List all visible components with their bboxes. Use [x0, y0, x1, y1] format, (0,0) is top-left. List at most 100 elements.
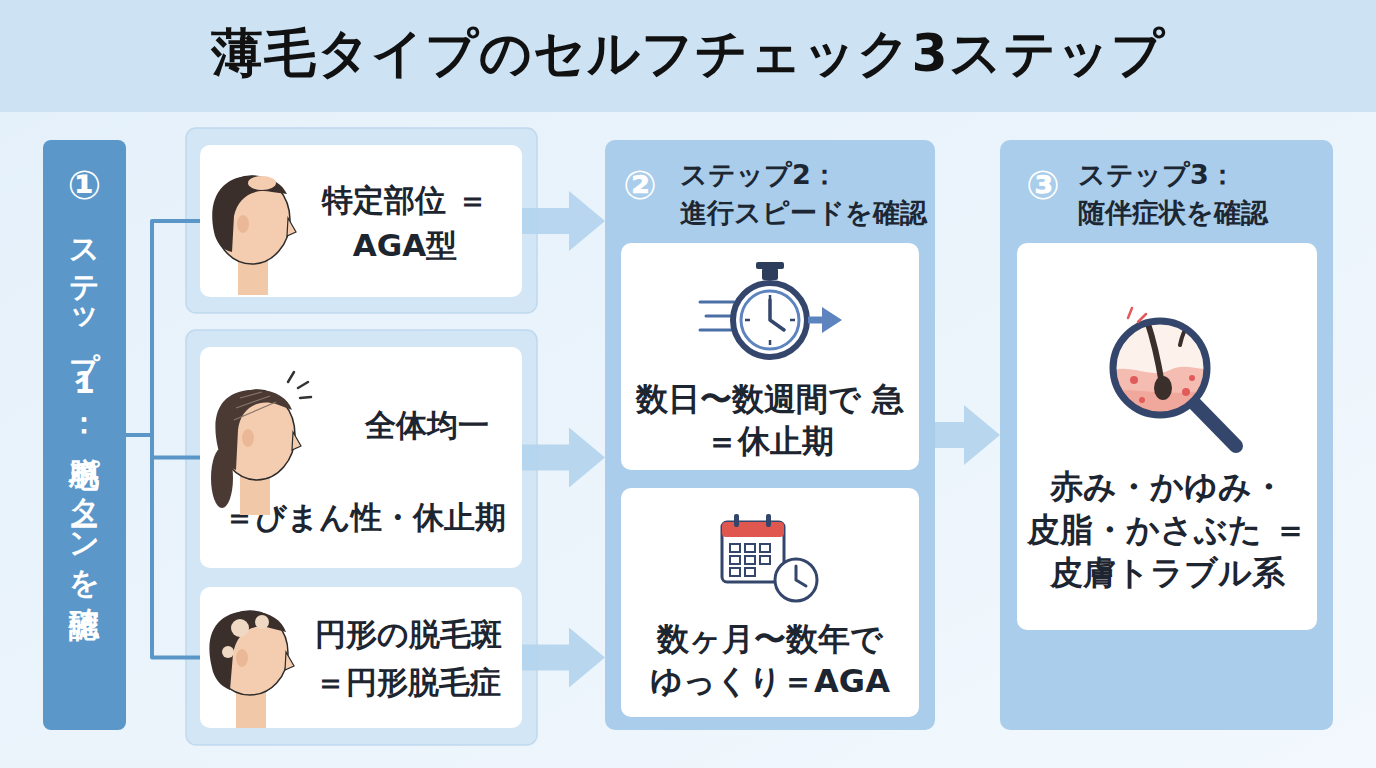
- calendar-icon: [730, 556, 740, 564]
- magnifier-icon: [1110, 318, 1210, 420]
- stopwatch-icon: [700, 262, 842, 357]
- stopwatch-icon: [733, 283, 807, 357]
- calendar-icon: [745, 544, 755, 552]
- head-illustration: [236, 690, 266, 728]
- result-box: 数ヶ月〜数年で ゆっくり＝AGA: [621, 488, 919, 717]
- pattern-box: 特定部位 ＝AGA型: [200, 145, 522, 297]
- calendar-icon: [722, 522, 784, 537]
- calendar-icon: [730, 544, 770, 576]
- magnifier-icon: [1182, 388, 1190, 396]
- head-illustration: [212, 176, 287, 252]
- head-illustration: [219, 390, 295, 480]
- flow-arrow: [935, 405, 1000, 465]
- node-text: 赤み・かゆみ・ 皮脂・かさぶた ＝皮膚トラブル系: [1027, 466, 1307, 595]
- step-panel: 赤み・かゆみ・ 皮脂・かさぶた ＝皮膚トラブル系 ③ステップ3： 随伴症状を確認: [1000, 140, 1333, 730]
- magnifier-icon: [1146, 318, 1162, 384]
- head-illustration: [211, 372, 311, 515]
- magnifier-icon: [1189, 375, 1195, 381]
- head-illustration: [211, 448, 233, 508]
- head-illustration: [212, 176, 296, 295]
- stopwatch-icon: [822, 307, 842, 333]
- group-panel: [186, 128, 537, 745]
- stopwatch-icon: [756, 262, 784, 269]
- head-illustration: [215, 390, 292, 470]
- head-illustration: [287, 218, 296, 236]
- step-bar: ① ステップ1：脱毛パターンを確認: [43, 140, 126, 730]
- head-illustration: [234, 392, 276, 420]
- head-illustration: [242, 429, 254, 447]
- magnifier-icon: [1110, 367, 1210, 420]
- node-text: 数ヶ月〜数年で ゆっくり＝AGA: [630, 619, 910, 702]
- head-illustration: [285, 652, 294, 670]
- calendar-icon: [766, 514, 771, 527]
- head-illustration: [255, 615, 269, 629]
- flow-arrow: [522, 628, 605, 688]
- node-text: 特定部位 ＝AGA型: [315, 178, 495, 268]
- head-illustration: [209, 611, 294, 728]
- title-band: [0, 0, 1376, 112]
- pattern-box: 円形の脱毛斑 ＝円形脱毛症: [200, 587, 522, 728]
- node-text: ステップ3： 随伴症状を確認: [1078, 156, 1333, 232]
- calendar-icon: [775, 559, 817, 601]
- head-illustration: [209, 611, 286, 690]
- magnifier-icon: [1180, 320, 1192, 345]
- group-panel: [186, 330, 537, 745]
- bracket-line: [126, 435, 200, 458]
- magnifier-icon: [1130, 376, 1138, 384]
- magnifier-icon: [1113, 321, 1207, 415]
- magnifier-icon: [1110, 390, 1210, 420]
- head-illustration: [288, 372, 311, 398]
- head-illustration: [222, 646, 234, 658]
- calendar-icon: [734, 514, 739, 527]
- head-illustration: [240, 470, 270, 515]
- calendar-icon: [745, 556, 755, 564]
- calendar-icon: [796, 566, 806, 586]
- result-box: 赤み・かゆみ・ 皮脂・かさぶた ＝皮膚トラブル系: [1017, 243, 1317, 630]
- node-text: 全体均一: [347, 404, 507, 447]
- arrow-shape: [522, 428, 605, 488]
- calendar-icon: [730, 568, 740, 576]
- calendar-icon: [722, 522, 784, 582]
- stopwatch-icon: [762, 268, 778, 280]
- head-illustration: [212, 611, 288, 695]
- step-number: ①: [43, 161, 126, 209]
- calendar-icon: [745, 568, 755, 576]
- bracket-line: [126, 435, 200, 658]
- bracket-connector: [126, 221, 200, 435]
- magnifier-icon: [1110, 308, 1236, 446]
- head-illustration: [231, 619, 249, 637]
- stopwatch-icon: [700, 302, 734, 330]
- step-panel: 数日〜数週間で 急＝休止期数ヶ月〜数年で ゆっくり＝AGA ②ステップ2： 進行ス…: [605, 140, 935, 730]
- head-illustration: [238, 255, 268, 295]
- stopwatch-icon: [745, 295, 795, 345]
- node-text: 円形の脱毛斑 ＝円形脱毛症: [308, 610, 508, 706]
- magnifier-icon: [1139, 397, 1145, 403]
- head-illustration: [292, 432, 301, 450]
- head-illustration: [214, 176, 290, 264]
- step-number: ②: [610, 161, 670, 209]
- magnifier-icon: [1154, 376, 1172, 400]
- node-text: ＝びまん性・休止期: [215, 496, 515, 539]
- connector-layer: [126, 191, 1000, 688]
- result-box: 数日〜数週間で 急＝休止期: [621, 243, 919, 470]
- pattern-box: 全体均一 ＝びまん性・休止期: [200, 347, 522, 568]
- head-illustration: [236, 649, 248, 667]
- head-illustration: [237, 215, 249, 233]
- node-text: ステップ1：脱毛パターンを確認: [66, 220, 102, 588]
- bracket-line: [126, 221, 200, 435]
- magnifier-icon: [1110, 318, 1210, 418]
- step-number: ③: [1013, 161, 1073, 209]
- calendar-icon: [760, 556, 770, 564]
- arrow-shape: [522, 628, 605, 688]
- node-text: ステップ2： 進行スピードを確認: [680, 156, 935, 232]
- magnifier-icon: [1195, 404, 1236, 446]
- magnifier-icon: [1128, 308, 1146, 322]
- stopwatch-icon: [741, 291, 799, 349]
- group-panel: [186, 128, 537, 313]
- arrow-shape: [935, 405, 1000, 465]
- arrow-shape: [522, 191, 605, 251]
- diagram-title: 薄毛タイプのセルフチェック3ステップ: [0, 18, 1376, 90]
